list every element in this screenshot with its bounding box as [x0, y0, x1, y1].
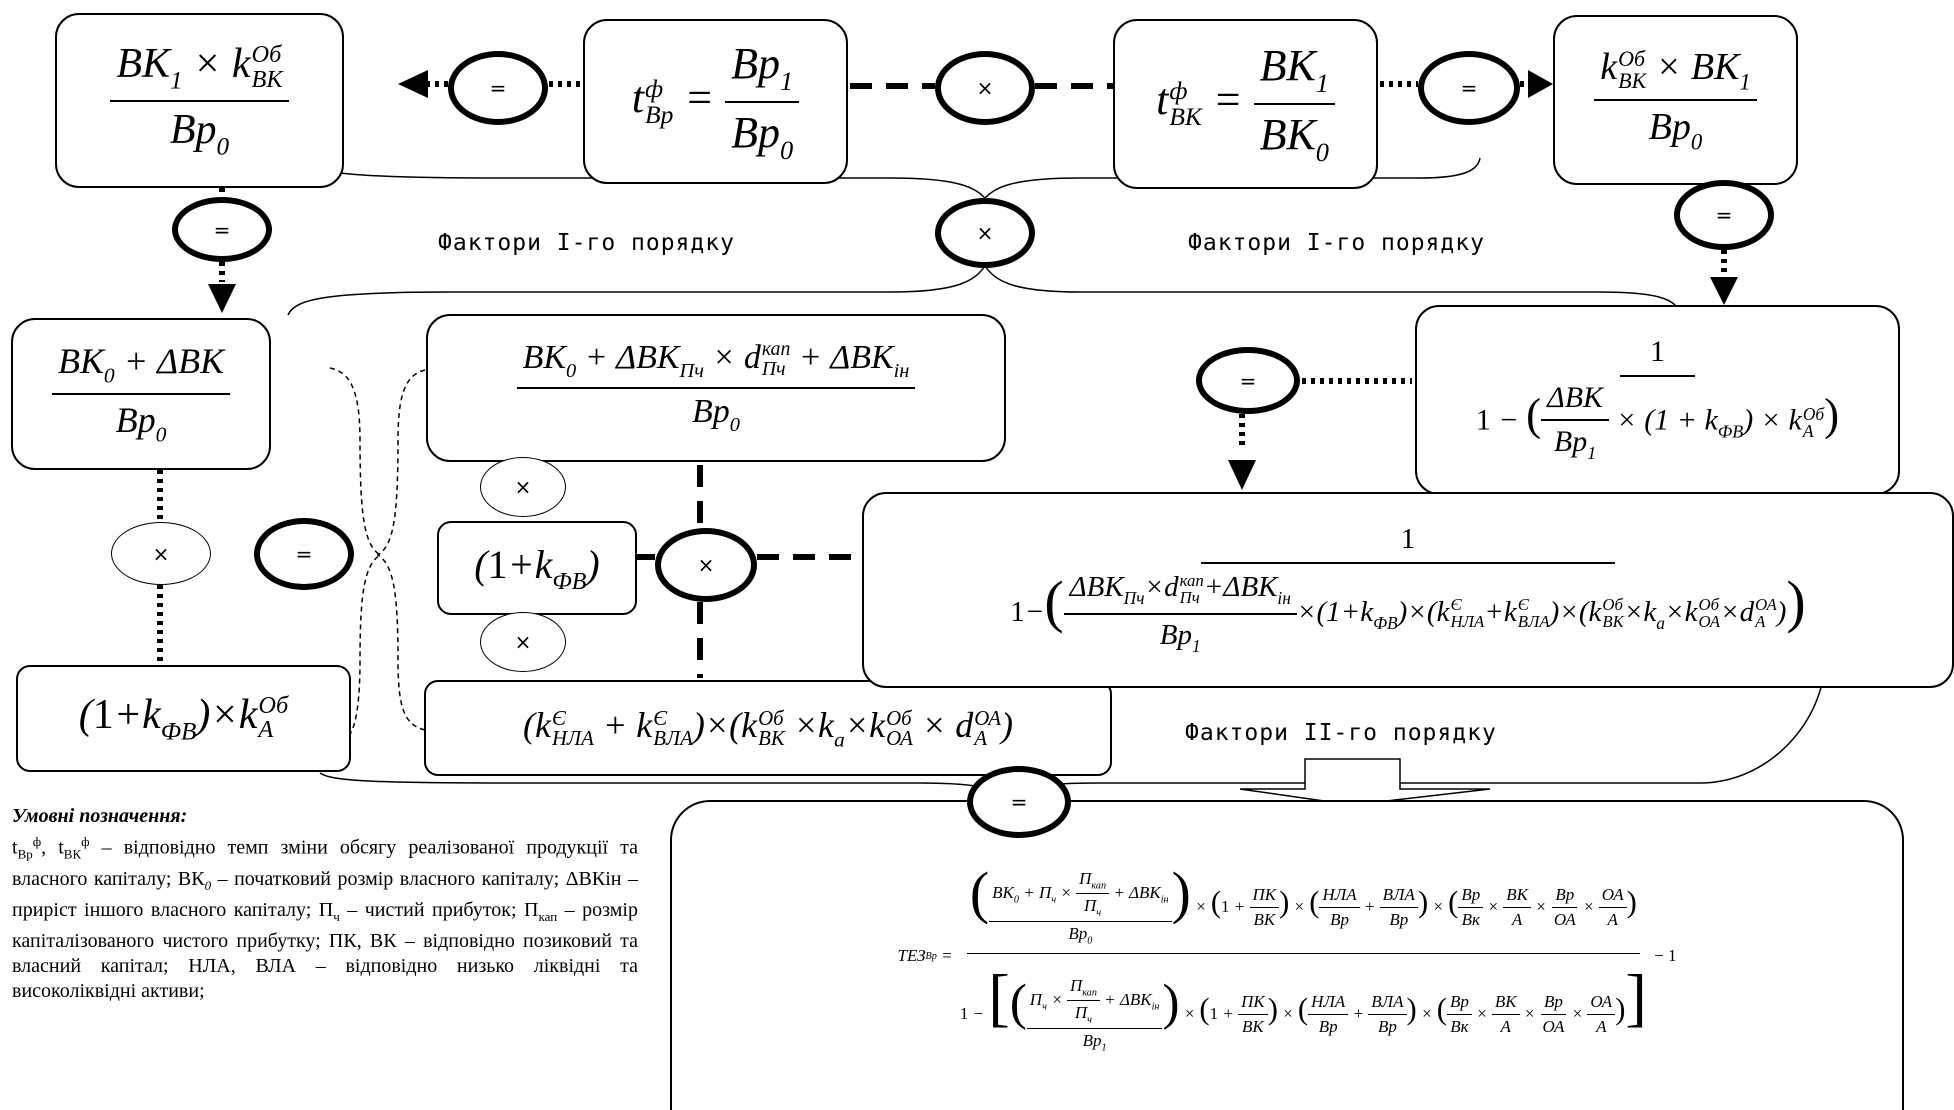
mul-oval-above-kfv: ×: [480, 457, 566, 517]
mul-oval-center-cross: ×: [655, 528, 757, 602]
brace-mid-left: [287, 265, 986, 316]
label-factors-second: Фактори ІІ-го порядку: [1185, 720, 1497, 746]
arrowhead-left-down: [208, 284, 236, 313]
brace-dashed-right: [376, 369, 426, 731]
brace-bottom-left: [319, 772, 1004, 797]
mul-oval-top-center: ×: [935, 51, 1035, 125]
eq-oval-right-down: =: [1674, 180, 1774, 250]
mul-oval-brace-center: ×: [935, 198, 1035, 268]
legend: Умовні позначення: tВрф, tВКф – відповід…: [12, 804, 638, 1004]
brace-dashed-left: [329, 367, 382, 741]
eq-oval-final: =: [967, 766, 1071, 838]
eq-oval-box7: =: [1196, 347, 1300, 414]
label-factors-first-right: Фактори І-го порядку: [1188, 230, 1485, 256]
mul-oval-below-kfv: ×: [480, 612, 566, 672]
brace-mid-right: [984, 265, 1681, 313]
label-factors-first-left: Фактори І-го порядку: [438, 230, 735, 256]
hollow-arrow-down: [1239, 758, 1491, 806]
eq-oval-top-right: =: [1418, 51, 1520, 125]
legend-title: Умовні позначення:: [12, 805, 188, 827]
eq-oval-top-left: =: [448, 51, 548, 125]
formula-box-kfv: (1+kФВ): [437, 521, 637, 615]
arrowhead-right-top: [1528, 70, 1553, 98]
arrowhead-left-top: [398, 70, 428, 98]
arrowhead-right-down: [1710, 277, 1738, 305]
brace-top-right: [984, 157, 1481, 199]
eq-oval-left-brace: =: [254, 518, 354, 590]
arrowhead-box9-down: [1228, 460, 1256, 490]
legend-body: tВрф, tВКф – відповідно темп зміни обсяг…: [12, 834, 638, 1002]
mul-oval-left-mid: ×: [111, 522, 211, 585]
eq-oval-left-down: =: [172, 197, 272, 262]
